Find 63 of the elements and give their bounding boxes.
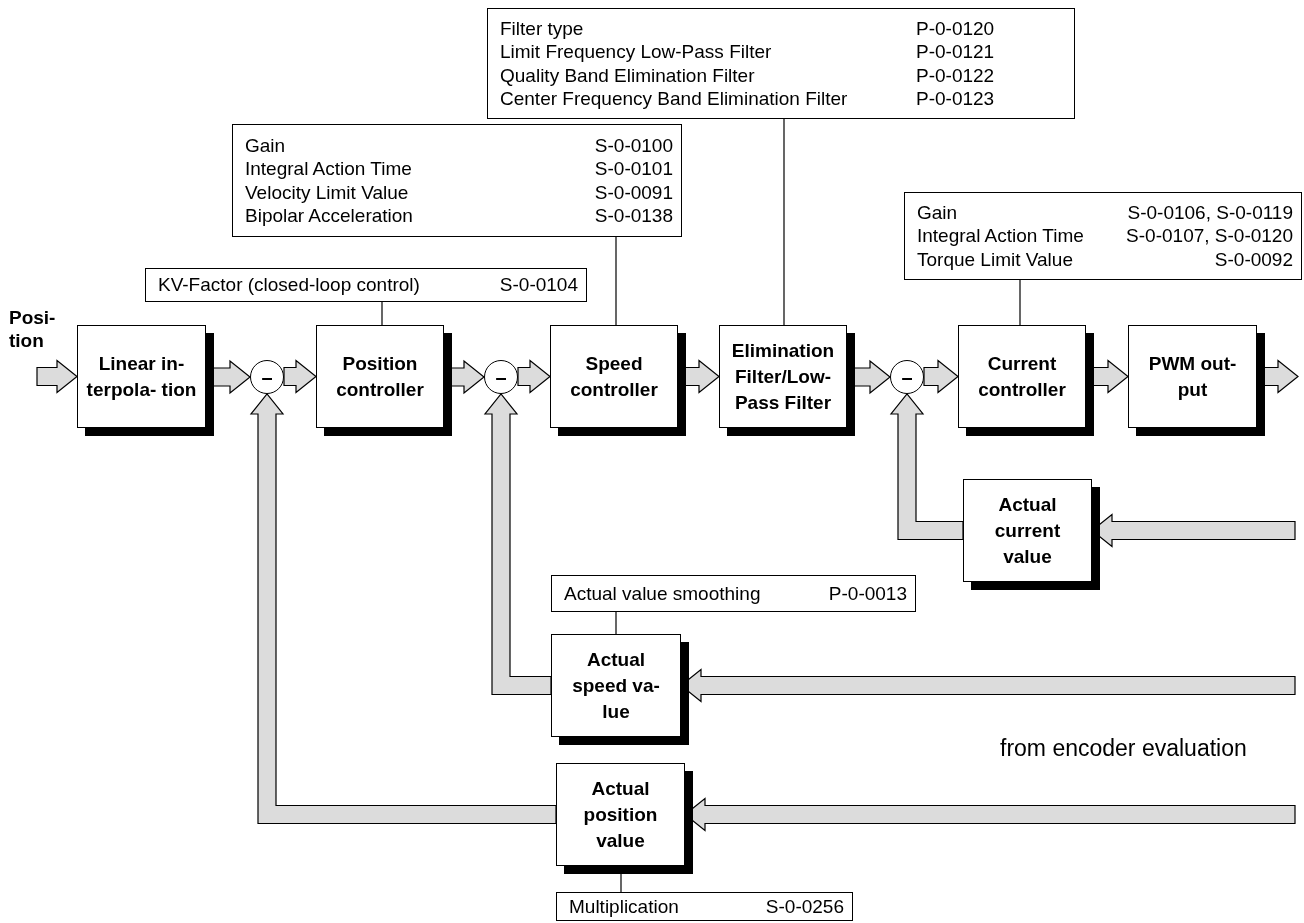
parameter-number: S-0-0104 [499, 273, 578, 297]
parameter-number: P-0-0123 [916, 87, 996, 111]
parameter-number: P-0-0122 [916, 63, 996, 87]
block-label: Speed controller [569, 351, 659, 402]
block-label: Actual speed va- lue [571, 647, 661, 724]
parameter-number: S-0-0107, S-0-0120 [1126, 224, 1293, 248]
parameter-box [232, 124, 682, 237]
summing-junction [484, 360, 518, 394]
minus-sign: – [495, 365, 507, 389]
parameter-name: Integral Action Time [917, 224, 1084, 248]
signal-arrow [483, 393, 552, 696]
parameter-number: P-0-0120 [916, 16, 996, 40]
parameter-name: KV-Factor (closed-loop control) [158, 273, 420, 297]
connector-line [381, 301, 383, 326]
edge-label: Posi- tion [9, 306, 57, 352]
parameter-box [551, 575, 916, 612]
minus-sign: – [261, 365, 273, 389]
parameter-name: Torque Limit Value [917, 247, 1074, 272]
parameter-name: Limit Frequency Low-Pass Filter [500, 40, 773, 64]
parameter-number: P-0-0013 [828, 581, 907, 606]
parameter-number: S-0-0091 [594, 180, 673, 204]
block-label: Actual position value [582, 776, 659, 853]
parameter-number: S-0-0100 [594, 133, 673, 157]
connector-line [615, 611, 617, 635]
parameter-name: Filter type [500, 16, 585, 40]
signal-arrow [923, 359, 959, 394]
signal-arrow [249, 393, 557, 825]
minus-sign: – [901, 365, 913, 389]
parameter-number: S-0-0138 [594, 204, 673, 228]
signal-arrow [283, 359, 317, 394]
parameter-name: Bipolar Acceleration [245, 204, 413, 228]
parameter-number: S-0-0106, S-0-0119 [1126, 200, 1293, 225]
summing-junction [250, 360, 284, 394]
parameter-number: S-0-0092 [1213, 247, 1293, 272]
parameter-name: Gain [917, 200, 959, 225]
connector-line [615, 236, 617, 326]
signal-arrow [36, 359, 78, 394]
block-label: Position controller [335, 351, 425, 402]
parameter-number: S-0-0101 [594, 157, 673, 181]
parameter-name: Velocity Limit Value [245, 180, 410, 204]
parameter-name: Quality Band Elimination Filter [500, 63, 756, 87]
signal-arrow [889, 393, 964, 541]
block-label: Linear in- terpola- tion [86, 351, 197, 402]
parameter-number: P-0-0121 [916, 40, 996, 64]
block-label: PWM out- put [1147, 351, 1238, 402]
parameter-name: Integral Action Time [245, 157, 413, 181]
parameter-box [904, 192, 1302, 280]
parameter-name: Actual value smoothing [564, 581, 761, 606]
block-label: Elimination Filter/Low- Pass Filter [730, 338, 836, 415]
connector-line [1019, 279, 1021, 326]
block-label: Current controller [977, 351, 1067, 402]
note-text: from encoder evaluation [1000, 735, 1247, 762]
parameter-name: Multiplication [569, 894, 679, 919]
parameter-box [145, 268, 587, 302]
signal-arrow [517, 359, 551, 394]
connector-line [783, 118, 785, 326]
parameter-box [556, 892, 853, 921]
block-label: Actual current value [993, 492, 1062, 569]
parameter-name: Center Frequency Band Elimination Filter [500, 87, 849, 111]
summing-junction [890, 360, 924, 394]
parameter-number: S-0-0256 [765, 894, 844, 919]
parameter-name: Gain [245, 133, 287, 157]
parameter-box [487, 8, 1075, 119]
